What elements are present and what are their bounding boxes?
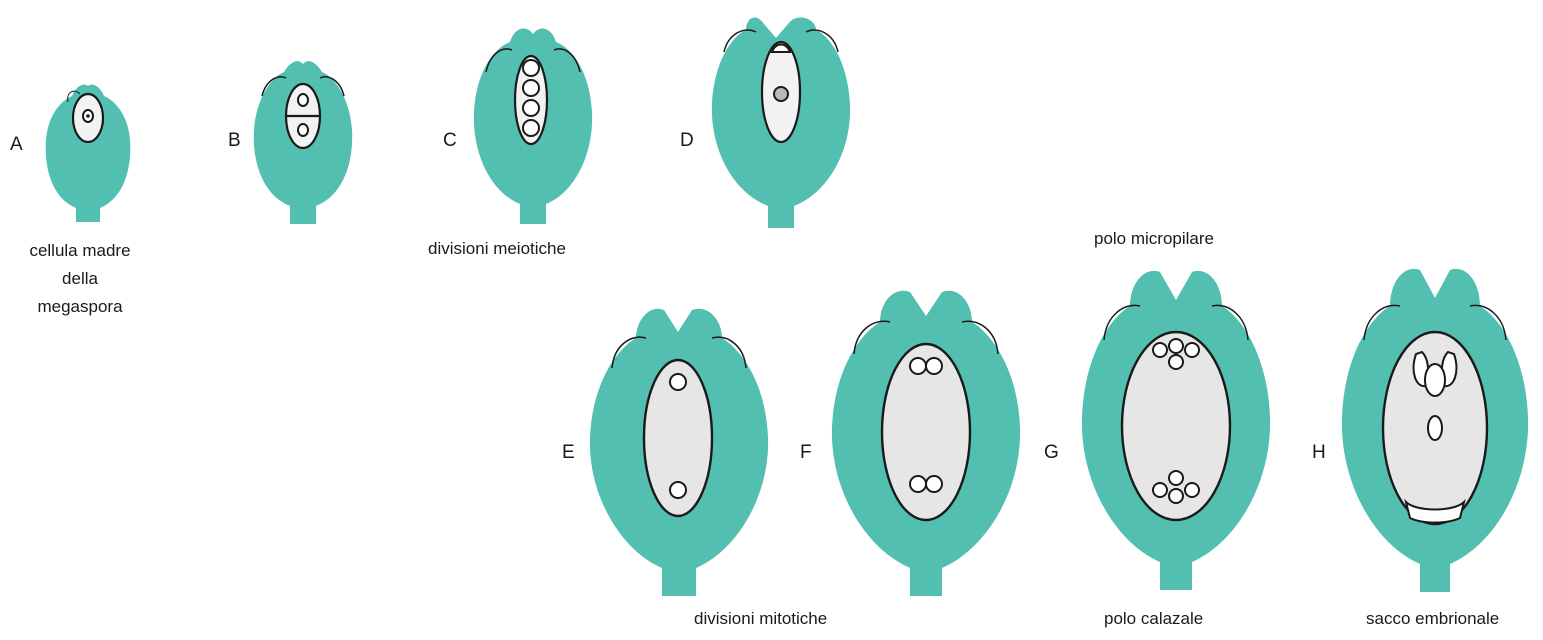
nucleus-micropylar [670,374,686,390]
stage-letter-h: H [1312,442,1326,464]
ovule-stage-f [826,282,1026,600]
ovule-stage-b [248,60,358,230]
ovule-stage-c [468,28,598,228]
nucleus-c1 [1153,483,1167,497]
polar-nuclei [1428,416,1442,440]
caption-line: megaspora [0,294,160,320]
embryo-sac [882,344,970,520]
nucleus-chalazal [670,482,686,498]
nucleolus [86,114,90,118]
nucleus-2 [926,358,942,374]
nucleus-1 [298,94,308,106]
caption-sacco-embrionale: sacco embrionale [1366,606,1499,632]
caption-divisioni-meiotiche: divisioni meiotiche [428,236,566,262]
nucleus [774,87,788,101]
nucleus-c4 [1169,471,1183,485]
ovule-stage-h [1336,262,1534,596]
caption-polo-micropilare: polo micropilare [1094,226,1214,252]
ovule-stage-g [1076,264,1276,594]
ovule-stage-d [706,12,856,232]
ovule-stage-a [38,80,138,230]
nucleus-m2 [1169,339,1183,353]
stage-letter-f: F [800,442,812,464]
nucleus-m1 [1153,343,1167,357]
ovule-stage-e [584,298,774,600]
stage-letter-e: E [562,442,575,464]
caption-divisioni-mitotiche: divisioni mitotiche [694,606,827,632]
nucleus-4 [926,476,942,492]
nucleus-m3 [1185,343,1199,357]
nucleus-2 [298,124,308,136]
megaspore-2 [523,80,539,96]
megaspore-1 [523,60,539,76]
megaspore-4 [523,120,539,136]
stage-letter-a: A [10,134,23,156]
stage-letter-d: D [680,130,694,152]
nucleus-3 [910,476,926,492]
stage-letter-g: G [1044,442,1059,464]
nucleus-m4 [1169,355,1183,369]
nucleus-c2 [1169,489,1183,503]
caption-cellula-madre: cellula madre della megaspora [0,238,160,320]
nucleus-1 [910,358,926,374]
nucleus-c3 [1185,483,1199,497]
caption-line: cellula madre [0,238,160,264]
caption-polo-calazale: polo calazale [1104,606,1203,632]
stage-letter-c: C [443,130,457,152]
stage-letter-b: B [228,130,241,152]
megaspore-3 [523,100,539,116]
egg-cell [1425,364,1445,396]
caption-line: della [0,266,160,292]
